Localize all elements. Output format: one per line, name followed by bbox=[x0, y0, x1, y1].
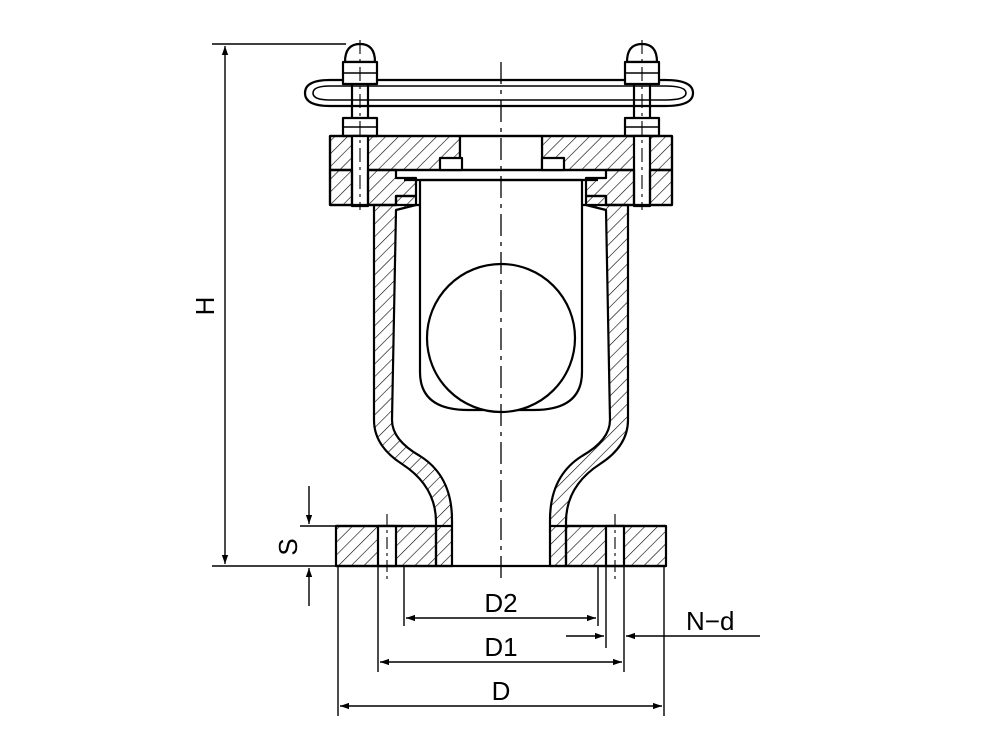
label-H: H bbox=[190, 297, 220, 316]
cover-handle bbox=[303, 78, 695, 108]
valve-body-wall-right bbox=[548, 194, 630, 568]
label-D2: D2 bbox=[484, 588, 517, 618]
label-D: D bbox=[492, 676, 511, 706]
label-S: S bbox=[273, 538, 303, 555]
bottom-flange bbox=[334, 524, 668, 568]
label-N-d: N−d bbox=[686, 606, 734, 636]
valve-body-wall-left bbox=[372, 194, 454, 568]
cover-flange bbox=[328, 134, 674, 208]
label-D1: D1 bbox=[484, 632, 517, 662]
